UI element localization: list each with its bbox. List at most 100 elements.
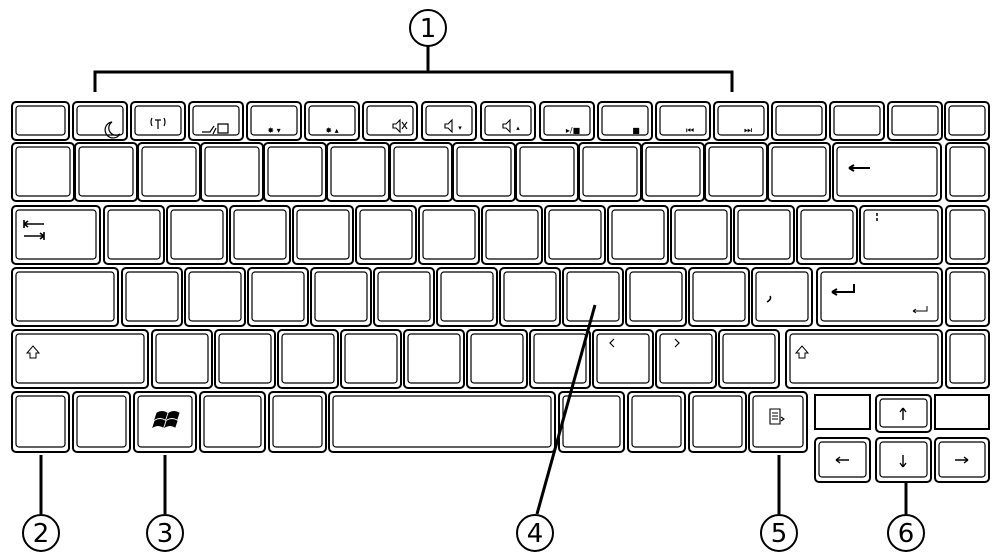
tab-key bbox=[11, 205, 101, 265]
caps-lock-key bbox=[11, 267, 119, 327]
up-arrow-glyph-icon bbox=[899, 407, 907, 420]
home-row-key-9 bbox=[625, 267, 687, 327]
ctrl-right-key bbox=[688, 391, 747, 453]
space-bar bbox=[328, 391, 556, 453]
home-row-key-11 bbox=[751, 267, 813, 327]
right-shift-arrow-icon bbox=[794, 345, 810, 359]
home-row-key-4 bbox=[310, 267, 372, 327]
bottom-row-key-9 bbox=[655, 329, 717, 389]
home-row-key-3 bbox=[247, 267, 309, 327]
callout-3-circle bbox=[146, 514, 184, 552]
function-key-6 bbox=[304, 101, 360, 141]
number-row-key-7 bbox=[389, 142, 453, 202]
callout-5-circle bbox=[760, 514, 798, 552]
application-menu-icon bbox=[769, 408, 785, 425]
volume-up-arrow-icon: ▴ bbox=[516, 124, 520, 132]
backspace-key bbox=[832, 142, 942, 202]
bottom-row-key-3 bbox=[277, 329, 339, 389]
ctrl-key bbox=[72, 391, 131, 453]
function-key-14 bbox=[771, 101, 827, 141]
bracket-key bbox=[859, 205, 943, 265]
number-row-key-1 bbox=[11, 142, 75, 202]
bottom-row-key-10 bbox=[718, 329, 780, 389]
apostrophe-mark-icon bbox=[766, 295, 772, 303]
play-pause-icon: ▸/■ bbox=[566, 126, 580, 135]
callout-3-number: 3 bbox=[157, 519, 174, 549]
home-row-key-8 bbox=[562, 267, 624, 327]
home-row-key-6 bbox=[436, 267, 498, 327]
top-row-key-12 bbox=[796, 205, 858, 265]
top-row-key-5 bbox=[355, 205, 417, 265]
fn-key bbox=[11, 391, 70, 453]
number-row-key-8 bbox=[452, 142, 516, 202]
right-arrow-glyph-icon bbox=[955, 456, 969, 464]
speaker-mute-icon bbox=[392, 118, 408, 134]
function-key-4 bbox=[188, 101, 244, 141]
greater-than-mark-icon bbox=[674, 338, 680, 348]
enter-key bbox=[816, 267, 943, 327]
bottom-row-key-2 bbox=[214, 329, 276, 389]
space-right-key bbox=[558, 391, 625, 453]
arrow-cluster-left-blank bbox=[814, 394, 871, 430]
callout-1-bracket bbox=[93, 46, 734, 92]
volume-up-icon bbox=[502, 118, 511, 134]
next-track-icon: ⏭ bbox=[744, 126, 752, 136]
top-row-key-8 bbox=[544, 205, 606, 265]
top-row-key-6 bbox=[418, 205, 480, 265]
callout-4-circle bbox=[516, 514, 554, 552]
callout-1-number: 1 bbox=[420, 14, 437, 44]
number-row-key-11 bbox=[641, 142, 705, 202]
callout-1-circle bbox=[409, 9, 447, 47]
tab-arrows-icon bbox=[23, 220, 45, 240]
function-key-15 bbox=[829, 101, 885, 141]
stop-icon: ■ bbox=[632, 126, 640, 135]
bottom-row-key-7 bbox=[529, 329, 591, 389]
number-row-key-6 bbox=[326, 142, 390, 202]
function-key-5 bbox=[246, 101, 302, 141]
left-shift-arrow-icon bbox=[25, 345, 41, 359]
callout-2-number: 2 bbox=[33, 519, 50, 549]
top-row-key-2 bbox=[166, 205, 228, 265]
side-key-4 bbox=[945, 329, 990, 389]
callout-6-circle bbox=[887, 514, 925, 552]
side-key-2 bbox=[945, 205, 990, 265]
home-row-key-1 bbox=[121, 267, 183, 327]
function-key-16 bbox=[887, 101, 943, 141]
side-key-3 bbox=[945, 267, 990, 327]
less-than-mark-icon bbox=[609, 338, 615, 348]
space-left-key bbox=[268, 391, 327, 453]
callout-6-number: 6 bbox=[898, 519, 915, 549]
bottom-row-key-1 bbox=[151, 329, 213, 389]
left-arrow-glyph-icon bbox=[835, 456, 849, 464]
previous-track-icon: ⏮ bbox=[686, 126, 694, 136]
enter-small-arrow-icon bbox=[912, 306, 928, 314]
arrow-cluster-right-blank bbox=[934, 394, 990, 430]
top-row-key-3 bbox=[229, 205, 291, 265]
home-row-key-10 bbox=[688, 267, 750, 327]
function-key-12 bbox=[655, 101, 711, 141]
function-key-17 bbox=[944, 101, 990, 141]
function-key-9 bbox=[480, 101, 536, 141]
number-row-key-13 bbox=[767, 142, 831, 202]
brightness-up-icon: ✸ ▴ bbox=[325, 126, 338, 135]
volume-down-arrow-icon: ▾ bbox=[458, 124, 462, 132]
display-switch-icon bbox=[202, 123, 229, 135]
keyboard-keys bbox=[11, 101, 990, 483]
callout-4-leader bbox=[535, 304, 597, 515]
number-row-key-3 bbox=[137, 142, 201, 202]
brightness-down-icon: ✸ ▾ bbox=[267, 126, 280, 135]
number-row-key-9 bbox=[515, 142, 579, 202]
number-row-key-5 bbox=[263, 142, 327, 202]
volume-down-icon bbox=[444, 118, 453, 134]
number-row-key-12 bbox=[704, 142, 768, 202]
top-row-key-1 bbox=[103, 205, 165, 265]
callout-4-number: 4 bbox=[527, 519, 544, 549]
crescent-moon-icon bbox=[104, 121, 121, 139]
bottom-row-key-6 bbox=[466, 329, 528, 389]
function-key-1 bbox=[11, 101, 70, 141]
home-row-key-5 bbox=[373, 267, 435, 327]
function-key-8 bbox=[421, 101, 477, 141]
top-row-key-11 bbox=[733, 205, 795, 265]
enter-arrow-icon bbox=[831, 284, 855, 296]
